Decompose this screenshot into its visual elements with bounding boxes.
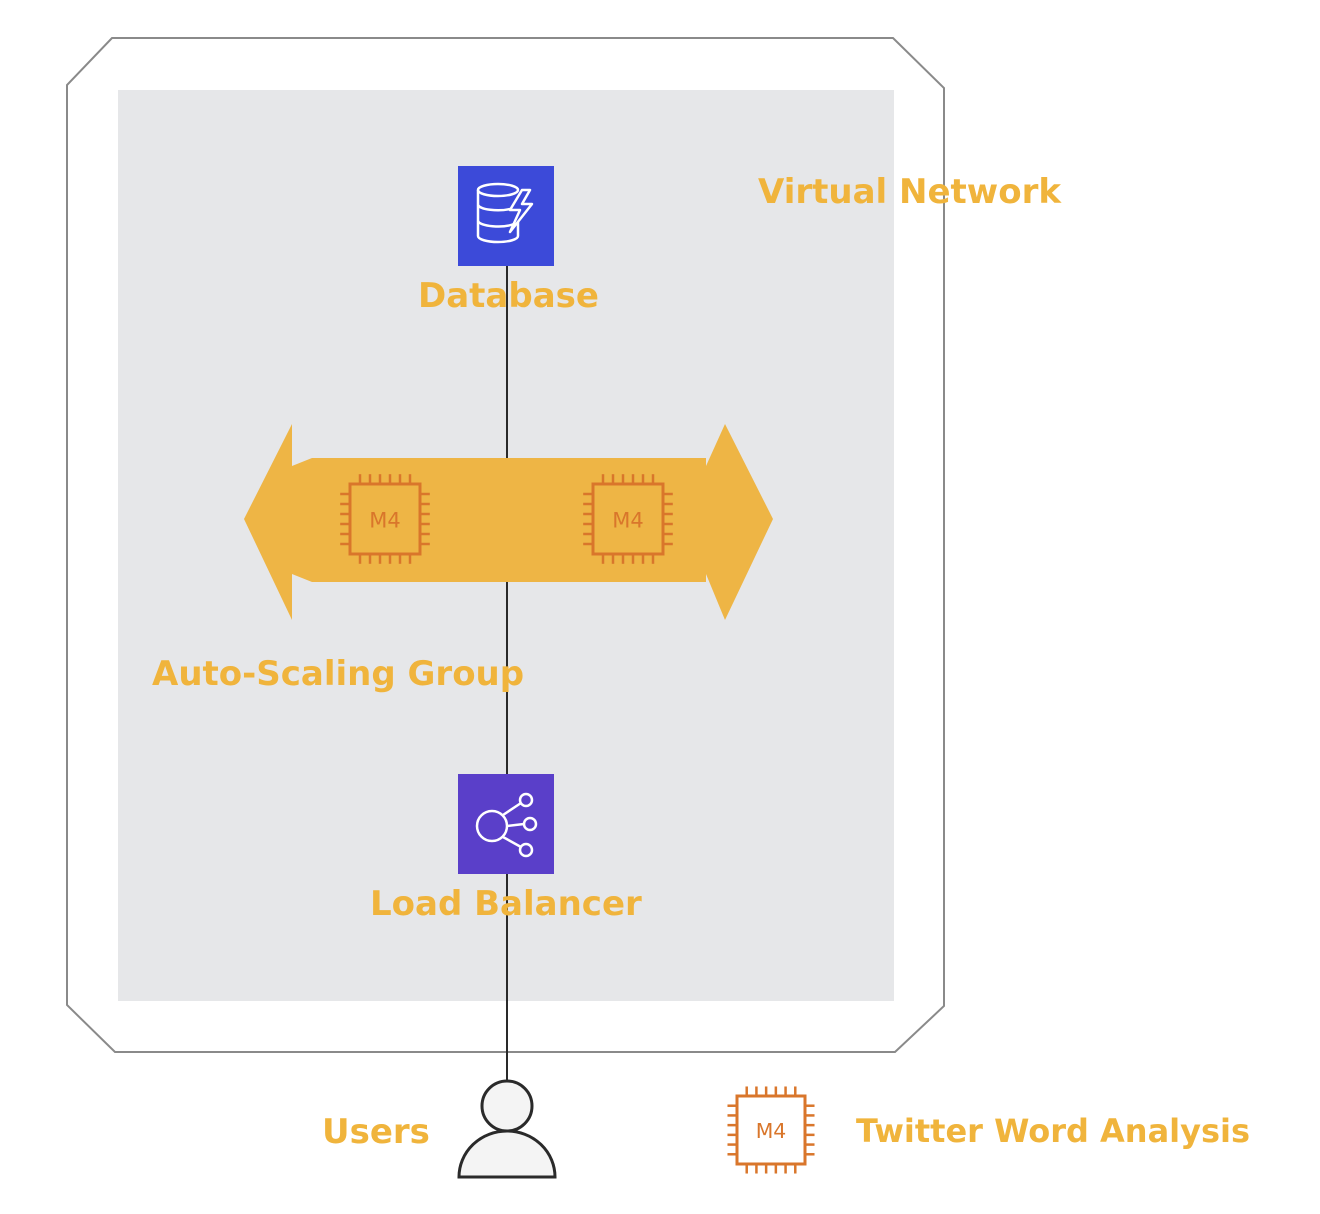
auto-scaling-arrow: [244, 424, 773, 620]
load-balancer-icon: [475, 792, 538, 858]
database-icon: [476, 182, 534, 244]
database-tile[interactable]: [458, 166, 554, 266]
legend-instance-icon: M4: [727, 1086, 815, 1174]
users-label: Users: [322, 1112, 430, 1152]
virtual-network-label: Virtual Network: [758, 172, 1061, 212]
users-icon[interactable]: [457, 1079, 557, 1179]
load-balancer-tile[interactable]: [458, 774, 554, 874]
database-label: Database: [418, 276, 599, 316]
load-balancer-label: Load Balancer: [370, 884, 642, 924]
chip-label: M4: [369, 508, 400, 532]
chip-label: M4: [756, 1119, 787, 1143]
chip-label: M4: [612, 508, 643, 532]
auto-scaling-group-label: Auto-Scaling Group: [152, 654, 525, 694]
legend-instance-label: Twitter Word Analysis: [856, 1112, 1251, 1150]
instance-icon-left[interactable]: M4: [340, 474, 430, 564]
instance-icon-right[interactable]: M4: [583, 474, 673, 564]
